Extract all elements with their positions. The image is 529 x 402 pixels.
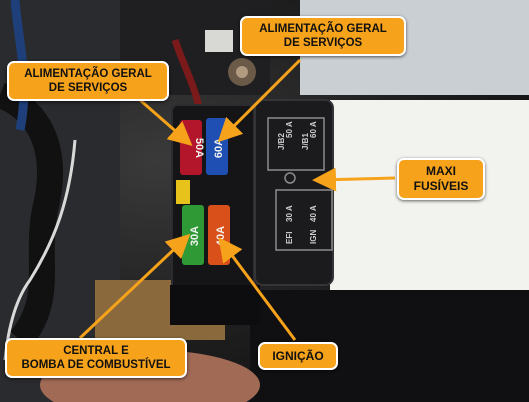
- arrow-top-center: [217, 58, 302, 143]
- fuse-red-label: 50A: [193, 138, 205, 158]
- callout-maxi-fusiveis: MAXI FUSÍVEIS: [397, 158, 485, 200]
- lid-30a: 30 A: [285, 205, 294, 222]
- fuse-box-bottom: [170, 285, 260, 325]
- arrow-maxi: [312, 167, 396, 192]
- white-connector: [205, 30, 233, 52]
- lid-jb1: J/B1: [301, 133, 310, 150]
- callout-top-left-line2: DE SERVIÇOS: [48, 82, 128, 94]
- white-cable: [3, 139, 77, 361]
- fuse-box-lid: [254, 99, 334, 286]
- lid-screw: [284, 172, 296, 184]
- callout-top-center-line2: DE SERVIÇOS: [283, 37, 363, 49]
- callout-ignicao-line1: IGNIÇÃO: [272, 348, 324, 363]
- lid-ign: IGN: [309, 230, 318, 244]
- lid-40a: 40 A: [309, 205, 318, 222]
- terminal-nut: [236, 66, 248, 78]
- callout-central-line1: CENTRAL E: [63, 344, 129, 357]
- callout-top-left: ALIMENTAÇÃO GERAL DE SERVIÇOS: [7, 61, 169, 101]
- callout-top-center-line1: ALIMENTAÇÃO GERAL: [259, 22, 387, 35]
- callout-central-line2: BOMBA DE COMBUSTÍVEL: [21, 359, 171, 371]
- callout-ignicao: IGNIÇÃO: [258, 342, 338, 370]
- lid-jb2: J/B2: [277, 133, 286, 150]
- fuse-yellow-clip: [176, 180, 190, 204]
- lid-60a: 60 A: [309, 121, 318, 138]
- lid-upper-frame: [267, 117, 325, 171]
- arrow-bottom-left: [78, 233, 191, 340]
- lid-lower-frame: [275, 189, 333, 251]
- lid-50a: 50 A: [285, 121, 294, 138]
- callout-top-center: ALIMENTAÇÃO GERAL DE SERVIÇOS: [240, 16, 406, 56]
- fuse-green-label: 30A: [189, 226, 201, 246]
- arrow-ignition: [218, 237, 297, 341]
- lid-efi: EFI: [285, 232, 294, 244]
- callout-maxi-line2: FUSÍVEIS: [413, 179, 469, 193]
- callout-top-left-line1: ALIMENTAÇÃO GERAL: [24, 67, 152, 80]
- fuse-blue-label: 60A: [213, 138, 225, 158]
- engine-hose: [0, 82, 63, 349]
- callout-central-bomba: CENTRAL E BOMBA DE COMBUSTÍVEL: [5, 338, 187, 378]
- callout-maxi-line1: MAXI: [426, 164, 456, 178]
- arrow-top-left: [139, 98, 193, 146]
